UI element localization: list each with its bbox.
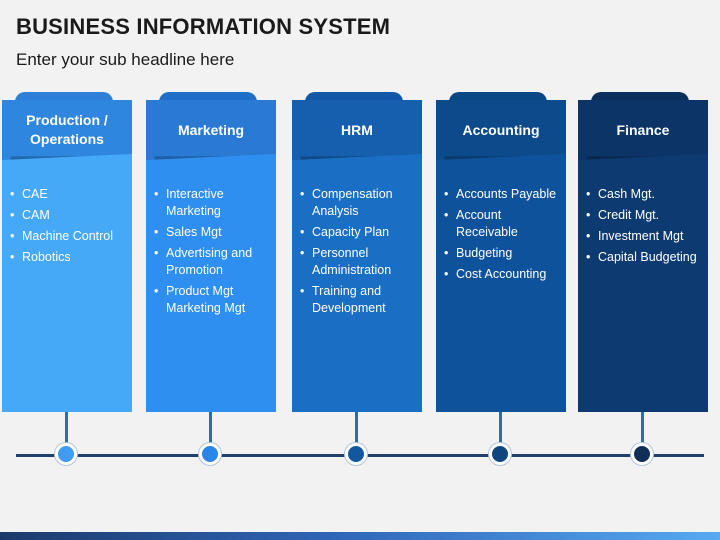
item-list: CAE CAM Machine ControlRobotics (10, 186, 126, 266)
column-panel: CAE CAM Machine ControlRobotics (2, 154, 132, 412)
timeline-connector (65, 412, 68, 448)
column-panel: Compensation AnalysisCapacity PlanPerson… (292, 154, 422, 412)
list-item: Credit Mgt. (586, 207, 702, 224)
list-item: Machine Control (10, 228, 126, 245)
list-item: Advertising and Promotion (154, 245, 270, 279)
timeline-connector (355, 412, 358, 448)
list-item: Training and Development (300, 283, 416, 317)
column-2: MarketingInteractive MarketingSales MgtA… (146, 92, 282, 422)
timeline-node (199, 443, 221, 465)
column-4: AccountingAccounts PayableAccount Receiv… (436, 92, 572, 422)
timeline-node (345, 443, 367, 465)
list-item: Cash Mgt. (586, 186, 702, 203)
list-item: Investment Mgt (586, 228, 702, 245)
column-3: HRM Compensation AnalysisCapacity PlanPer… (292, 92, 428, 422)
column-header: Finance (578, 100, 708, 160)
item-list: Compensation AnalysisCapacity PlanPerson… (300, 186, 416, 317)
list-item: Accounts Payable (444, 186, 560, 203)
list-item: Interactive Marketing (154, 186, 270, 220)
footer-bar (0, 532, 720, 540)
page-title: BUSINESS INFORMATION SYSTEM (16, 14, 391, 39)
column-header: HRM (292, 100, 422, 160)
timeline-node (631, 443, 653, 465)
timeline-node (489, 443, 511, 465)
list-item: Sales Mgt (154, 224, 270, 241)
timeline-connector (641, 412, 644, 448)
list-item: Capacity Plan (300, 224, 416, 241)
column-header: Production / Operations (2, 100, 132, 160)
list-item: Product Mgt Marketing Mgt (154, 283, 270, 317)
item-list: Cash Mgt. Credit Mgt. Investment MgtCapita… (586, 186, 702, 266)
list-item: Robotics (10, 249, 126, 266)
list-item: Personnel Administration (300, 245, 416, 279)
list-item: Account Receivable (444, 207, 560, 241)
item-list: Interactive MarketingSales MgtAdvertisin… (154, 186, 270, 317)
list-item: Compensation Analysis (300, 186, 416, 220)
list-item: Cost Accounting (444, 266, 560, 283)
list-item: Budgeting (444, 245, 560, 262)
page-subtitle: Enter your sub headline here (16, 50, 235, 69)
timeline-node (55, 443, 77, 465)
item-list: Accounts PayableAccount ReceivableBudget… (444, 186, 560, 283)
list-item: CAE (10, 186, 126, 203)
list-item: CAM (10, 207, 126, 224)
column-panel: Interactive MarketingSales MgtAdvertisin… (146, 154, 276, 412)
column-1: Production / OperationsCAE CAM Machine Con… (2, 92, 138, 422)
list-item: Capital Budgeting (586, 249, 702, 266)
column-panel: Cash Mgt. Credit Mgt. Investment MgtCapita… (578, 154, 708, 412)
column-panel: Accounts PayableAccount ReceivableBudget… (436, 154, 566, 412)
column-5: FinanceCash Mgt. Credit Mgt. Investment Mg… (578, 92, 714, 422)
timeline-connector (209, 412, 212, 448)
timeline-connector (499, 412, 502, 448)
column-header: Accounting (436, 100, 566, 160)
column-header: Marketing (146, 100, 276, 160)
